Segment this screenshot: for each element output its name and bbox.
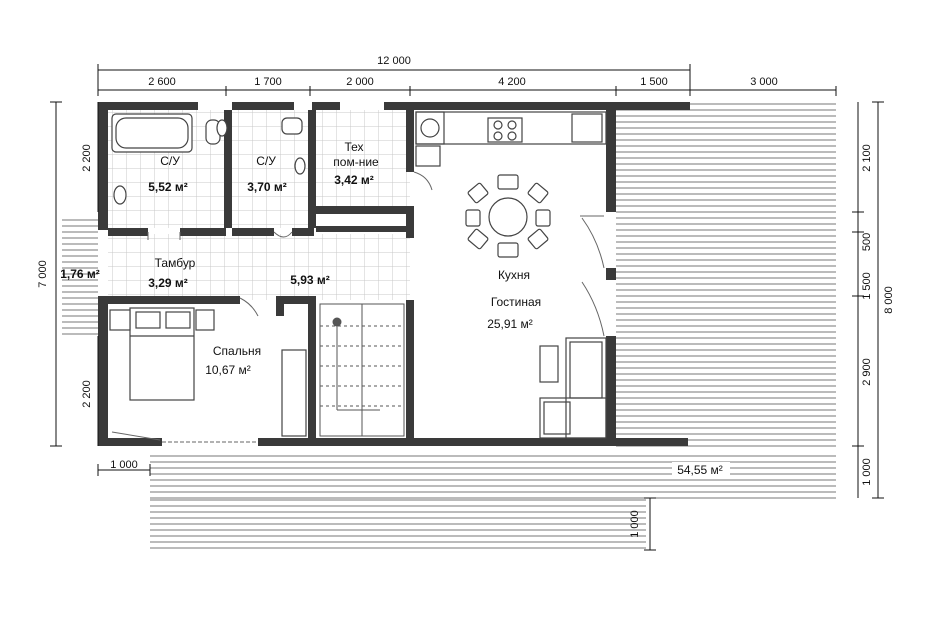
porch-left-decking xyxy=(62,219,98,335)
dim-right-4: 2 900 xyxy=(861,358,873,386)
dim-top-4: 4 200 xyxy=(498,76,526,88)
bath1-area: 5,52 м² xyxy=(148,180,188,194)
dim-top-total: 12 000 xyxy=(377,55,411,67)
dim-left-top: 2 200 xyxy=(81,144,93,172)
dim-top-5: 1 500 xyxy=(640,76,668,88)
dim-right-2: 500 xyxy=(861,233,873,251)
dim-bottom-left: 1 000 xyxy=(110,459,138,471)
terrace-area: 54,55 м² xyxy=(677,463,723,477)
dim-right-total: 8 000 xyxy=(883,286,895,314)
tech-name-1: Тех xyxy=(344,140,363,154)
dining-table xyxy=(465,174,551,258)
vestibule-name: Тамбур xyxy=(155,256,196,270)
dim-top-1: 2 600 xyxy=(148,76,176,88)
wardrobe xyxy=(281,349,307,437)
dim-top-2: 1 700 xyxy=(254,76,282,88)
dim-right-3: 1 500 xyxy=(861,272,873,300)
terrace-right-decking xyxy=(616,103,836,447)
doors xyxy=(111,171,605,443)
dimension-lines xyxy=(50,64,884,551)
porch-left-area: 1,76 м² xyxy=(60,267,100,281)
bath1-name: С/У xyxy=(160,154,180,168)
room-labels: С/У 5,52 м² С/У 3,70 м² Тех пом-ние 3,42… xyxy=(60,140,730,477)
walls xyxy=(98,102,690,446)
bath2-name: С/У xyxy=(256,154,276,168)
bathroom-fixtures xyxy=(111,113,306,205)
sofa xyxy=(539,337,607,439)
vestibule-area: 3,29 м² xyxy=(148,276,188,290)
kitchen-name-2: Гостиная xyxy=(491,295,541,309)
dim-bottom-vertical: 1 000 xyxy=(629,510,641,538)
dim-right-1: 2 100 xyxy=(861,144,873,172)
dim-left-bottom: 2 200 xyxy=(81,380,93,408)
bedroom-name: Спальня xyxy=(213,344,261,358)
dimension-labels: 12 000 2 600 1 700 2 000 4 200 1 500 3 0… xyxy=(37,55,895,538)
kitchen-counter xyxy=(415,111,607,167)
kitchen-name-1: Кухня xyxy=(498,268,530,282)
dim-right-5: 1 000 xyxy=(861,458,873,486)
hall-area: 5,93 м² xyxy=(290,273,330,287)
bath2-area: 3,70 м² xyxy=(247,180,287,194)
bedroom-area: 10,67 м² xyxy=(205,363,251,377)
bed xyxy=(109,307,215,401)
tech-name-2: пом-ние xyxy=(333,155,379,169)
dim-top-3: 2 000 xyxy=(346,76,374,88)
kitchen-area: 25,91 м² xyxy=(487,317,533,331)
staircase xyxy=(319,303,405,437)
terrace-bottom-decking xyxy=(150,455,836,549)
tech-area: 3,42 м² xyxy=(334,173,374,187)
dim-left-total: 7 000 xyxy=(37,260,49,288)
dim-top-6: 3 000 xyxy=(750,76,778,88)
